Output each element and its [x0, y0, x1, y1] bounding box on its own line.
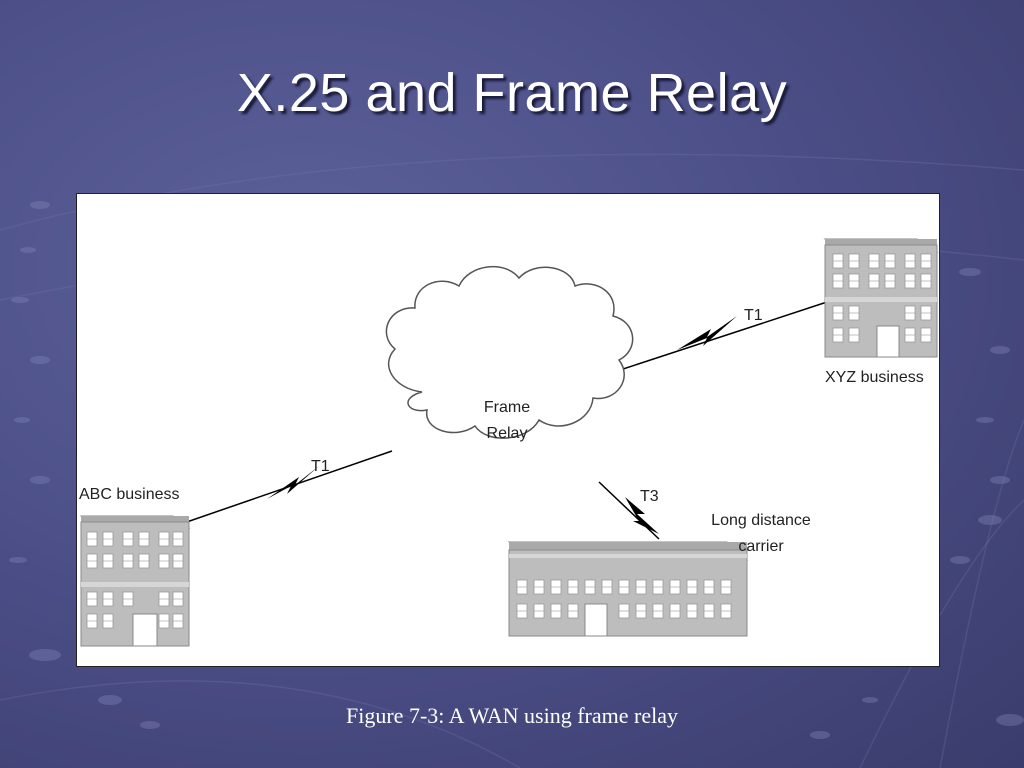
abc-lightning-icon [267, 466, 319, 499]
carrier-lightning-icon [625, 497, 659, 534]
figure-caption: Figure 7-3: A WAN using frame relay [346, 703, 678, 728]
xyz-business-label: XYZ business [825, 369, 924, 386]
carrier-label-line1: Long distance [711, 512, 811, 529]
frame-relay-diagram: Frame Relay T1 T1 T3 XYZ business [79, 238, 939, 647]
xyz-lightning-icon [677, 316, 737, 350]
figure-panel: Frame Relay T1 T1 T3 XYZ business [76, 193, 940, 667]
carrier-link-label: T3 [640, 488, 659, 505]
xyz-business-building-icon [823, 238, 939, 358]
carrier-link-line [598, 481, 660, 540]
abc-link-label: T1 [311, 458, 330, 475]
cloud-label-frame: Frame [484, 399, 530, 416]
carrier-label-line2: carrier [738, 538, 784, 555]
xyz-link-label: T1 [744, 307, 763, 324]
slide-title: X.25 and Frame Relay [236, 63, 788, 123]
abc-business-label: ABC business [79, 486, 180, 503]
cloud-label-relay: Relay [487, 425, 528, 442]
carrier-building-icon [507, 541, 749, 637]
abc-business-building-icon [79, 515, 191, 647]
xyz-link-line [616, 301, 828, 372]
frame-relay-cloud-icon [385, 265, 634, 439]
